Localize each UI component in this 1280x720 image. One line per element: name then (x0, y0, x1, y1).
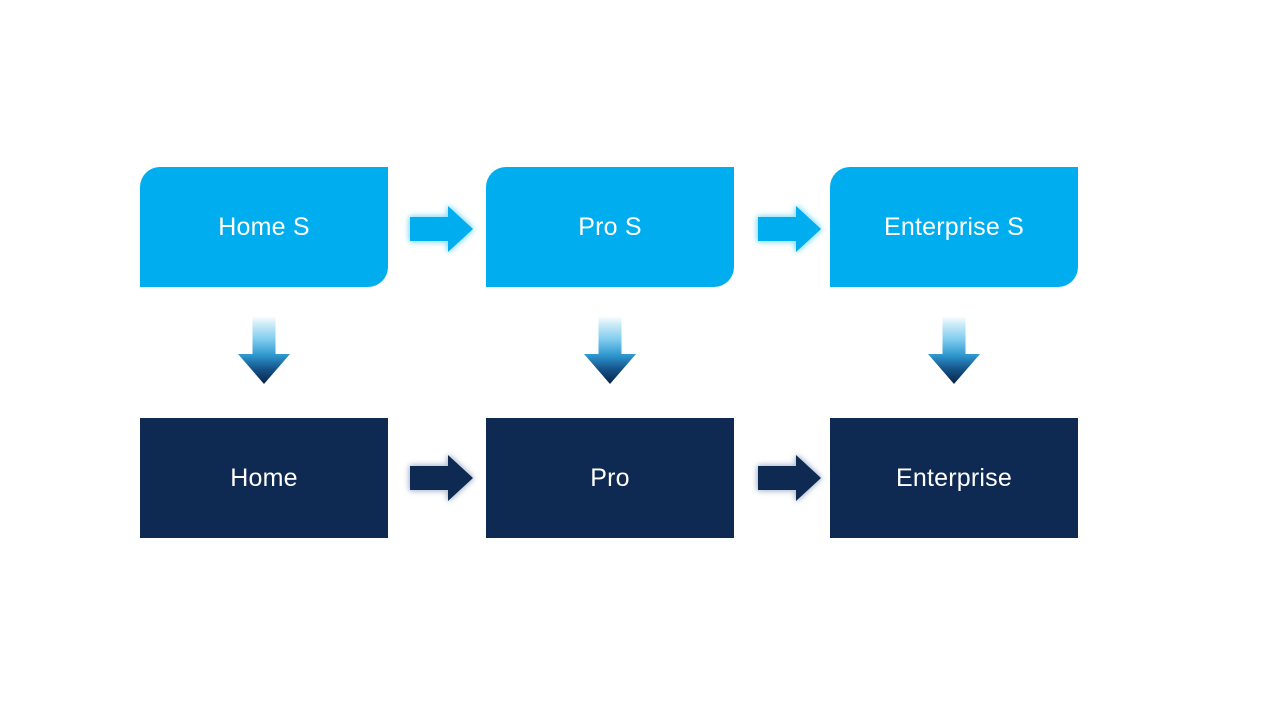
node-pro-s: Pro S (486, 167, 734, 287)
node-pro-label: Pro (590, 463, 630, 492)
down-arrow-icon (584, 316, 636, 384)
node-enterprise-s-label: Enterprise S (884, 212, 1024, 241)
node-pro-s-label: Pro S (578, 212, 642, 241)
node-enterprise: Enterprise (830, 418, 1078, 538)
node-home-label: Home (230, 463, 298, 492)
down-arrow-icon (928, 316, 980, 384)
node-home-s-label: Home S (218, 212, 310, 241)
node-pro: Pro (486, 418, 734, 538)
node-home-s: Home S (140, 167, 388, 287)
node-home: Home (140, 418, 388, 538)
right-arrow-icon (410, 455, 473, 501)
node-enterprise-label: Enterprise (896, 463, 1012, 492)
down-arrow-icon (238, 316, 290, 384)
node-enterprise-s: Enterprise S (830, 167, 1078, 287)
right-arrow-icon (758, 206, 821, 252)
right-arrow-icon (758, 455, 821, 501)
right-arrow-icon (410, 206, 473, 252)
